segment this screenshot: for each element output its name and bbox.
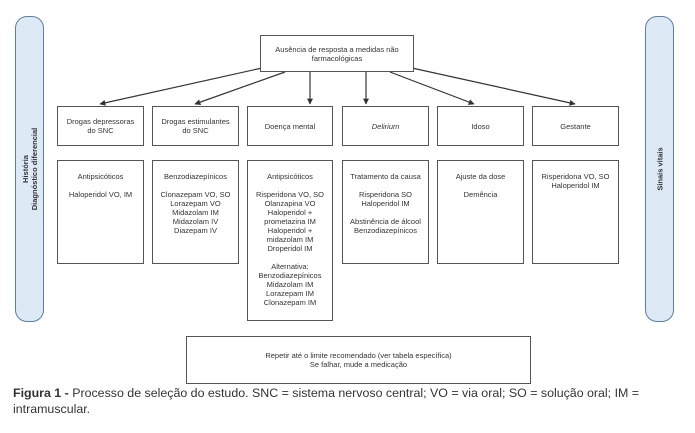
detail-line: Midazolam IM [266,280,314,289]
header-line: Drogas estimulantes [161,117,230,126]
detail-line: Haloperidol IM [551,181,600,190]
detail-line: Haloperidol IM [361,199,410,208]
header-line: do SNC [87,126,114,135]
detail-line: Midazolam IM [172,208,219,217]
header-box-delirium: Delirium [342,106,429,146]
bottom-box-repeat: Repetir até o limite recomendado (ver ta… [186,336,531,384]
arrow-to-depressoras [99,67,263,106]
top-box-line2: farmacológicas [311,53,363,63]
header-box-idoso: Idoso [437,106,524,146]
header-box-gestante: Gestante [532,106,619,146]
detail-line [248,253,332,262]
detail-line [58,181,143,190]
detail-line [343,208,428,217]
top-box-line1: Ausência de resposta a medidas não [275,44,399,54]
detail-line: Haloperidol + [267,226,313,235]
side-bar-vital-signs: Sinais vitais [645,16,674,322]
top-box-no-response: Ausência de resposta a medidas não farma… [260,35,414,72]
detail-line: Midazolam IV [172,217,219,226]
detail-line: Olanzapina VO [264,199,316,208]
detail-line [153,181,238,190]
header-line: Idoso [471,121,490,131]
detail-line: Clonazepam VO, SO [160,190,231,199]
side-right-label: Sinais vitais [655,147,664,191]
caption-text: Processo de seleção do estudo. SNC = sis… [13,386,640,416]
detail-line: Haloperidol + [267,208,313,217]
detail-line: midazolam IM [266,235,314,244]
arrow-to-gestante [411,67,576,106]
detail-line: Droperidol IM [267,244,313,253]
detail-line: prometazina IM [264,217,316,226]
detail-line: Tratamento da causa [350,172,421,181]
header-line: Drogas depressoras [66,117,135,126]
header-line: Gestante [560,121,591,131]
header-line: do SNC [182,126,209,135]
detail-line: Antipsicóticos [267,172,313,181]
side-left-line2: Diagnóstico diferencial [29,127,39,211]
arrow-to-estimulantes [194,71,286,106]
detail-line: Antipsicóticos [77,172,124,181]
detail-line: Risperidona VO, SO [541,172,610,181]
detail-line: Clonazepam IM [263,298,317,307]
detail-line: Haloperidol VO, IM [68,190,133,199]
detail-line [248,181,332,190]
detail-line: Benzodiazepínicos [164,172,227,181]
caption-label: Figura 1 - [13,386,69,400]
bottom-box-line2: Se falhar, mude a medicação [309,360,408,369]
detail-line: Benzodiazepínicos [354,226,417,235]
detail-line: Demência [463,190,498,199]
detail-line: Risperidona SO [359,190,412,199]
detail-line: Benzodiazepínicos [258,271,322,280]
figure-caption: Figura 1 - Processo de seleção do estudo… [13,385,683,417]
header-line: Doença mental [264,121,316,131]
detail-line: Risperidona VO, SO [256,190,324,199]
detail-line: Alternativa: [271,262,309,271]
detail-line: Lorazepam IM [266,289,314,298]
side-bar-history: História Diagnóstico diferencial [15,16,44,322]
detail-line: Abstinência de álcool [350,217,421,226]
detail-line: Ajuste da dose [455,172,506,181]
detail-line [438,181,523,190]
detail-line: Diazepam IV [174,226,217,235]
detail-line [343,181,428,190]
arrow-to-idoso [389,71,475,105]
side-left-line1: História [20,155,30,183]
bottom-box-line1: Repetir até o limite recomendado (ver ta… [265,351,452,360]
detail-line: Lorazepam VO [170,199,221,208]
header-line: Delirium [371,121,400,131]
header-box-doenca-mental: Doença mental [247,106,333,146]
